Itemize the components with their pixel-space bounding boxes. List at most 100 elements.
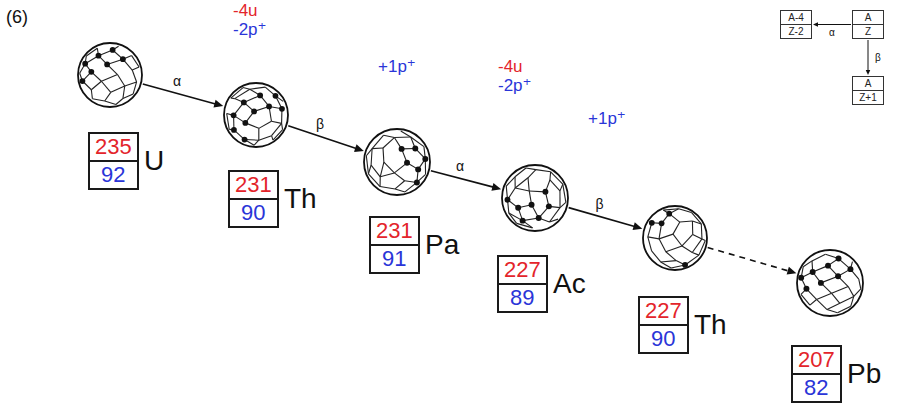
nucleus-outline (797, 250, 863, 316)
nucleon-dot (82, 61, 88, 67)
nucleus-mesh (837, 306, 850, 313)
nucleus-mesh (111, 86, 125, 92)
nucleon-dot (682, 262, 688, 268)
nucleus-mesh (371, 165, 380, 177)
rule-box: AZ+1 (852, 76, 884, 105)
arrow-head (213, 100, 223, 108)
nucleus-mesh (551, 172, 563, 184)
nucleus-mesh (401, 131, 411, 137)
nucleus-mesh (659, 234, 673, 239)
element-symbol: Pa (425, 229, 459, 261)
nucleus-mesh (661, 262, 671, 268)
nucleus-mesh (105, 92, 111, 101)
nucleus-mesh (394, 136, 410, 138)
element-symbol: Pb (847, 358, 881, 390)
nucleus-mesh (368, 174, 380, 187)
nuclide-node: 23190Th (224, 83, 317, 228)
mass-number: 231 (230, 172, 277, 200)
nucleon-dot (422, 156, 428, 162)
nucleus-mesh (371, 149, 372, 166)
arrow-head (354, 144, 364, 152)
nucleon-dot (88, 69, 94, 75)
nucleus-mesh (693, 234, 702, 239)
nucleon-dot (515, 205, 521, 211)
nucleus-outline (78, 43, 142, 107)
atomic-number: 82 (793, 375, 840, 401)
nucleus-mesh (116, 98, 123, 104)
nucleus-mesh (692, 221, 693, 234)
nucleus-mesh (682, 246, 692, 252)
nucleus-mesh (701, 224, 703, 239)
nucleon-dot (412, 145, 418, 151)
nucleon-dot (649, 220, 655, 226)
decay-arrow (431, 171, 501, 191)
arrow-head (813, 22, 818, 27)
nuclide-node: 20782Pb (791, 250, 881, 403)
nucleus-mesh (666, 252, 676, 261)
nucleon-dot (803, 286, 809, 292)
nucleus-mesh (699, 240, 705, 255)
nucleus-illustration (501, 164, 569, 232)
nucleus-mesh (380, 162, 384, 177)
nucleus-mesh (380, 187, 395, 189)
nuclide-box: 23190 (228, 170, 279, 228)
nucleus-mesh (133, 82, 136, 94)
charge-symbol: Z-2 (781, 24, 811, 38)
nucleus-mesh (682, 234, 693, 246)
nucleus-mesh (563, 184, 566, 202)
nucleon-dot (110, 47, 116, 53)
decay-type: β (316, 117, 324, 132)
nucleus-outline (224, 83, 288, 147)
decay-arrow (143, 84, 223, 108)
nucleus-mesh (366, 149, 372, 156)
nucleus-mesh (272, 123, 282, 135)
nucleus-mesh (812, 254, 825, 261)
nucleus-mesh (395, 181, 405, 189)
nucleus-mesh (648, 237, 659, 239)
nucleus-mesh (384, 135, 395, 137)
nuclide-box: 23191 (369, 216, 420, 274)
charge-symbol: Z+1 (853, 90, 883, 104)
figure-number: (6) (6, 8, 28, 28)
nucleus-mesh (691, 212, 701, 223)
nucleus-mesh (250, 87, 265, 89)
nucleus-mesh (559, 191, 560, 208)
change-note: -2p⁺ (498, 77, 532, 96)
nucleus-mesh (259, 121, 272, 128)
nucleus-mesh (366, 156, 368, 174)
nucleus-illustration (796, 249, 864, 317)
decay-arrow (813, 22, 851, 27)
atomic-number: 90 (230, 200, 277, 226)
decay-arrow (708, 247, 797, 274)
change-note: -4u (233, 2, 258, 21)
nucleus-mesh (832, 293, 840, 303)
nucleus-mesh (854, 289, 861, 296)
nucleon-dot (266, 104, 272, 110)
nucleon-dot (96, 53, 102, 59)
nucleon-dot (847, 266, 853, 272)
nucleus-mesh (227, 114, 230, 130)
nucleus-mesh (123, 94, 133, 99)
change-note: -2p⁺ (233, 21, 267, 40)
nucleus-mesh (517, 223, 533, 227)
decay-type: α (829, 27, 835, 38)
nucleon-dot (415, 166, 421, 172)
nucleus-mesh (832, 287, 849, 294)
nucleon-dot (404, 160, 410, 166)
nucleus-mesh (550, 180, 560, 191)
nucleus-mesh (840, 296, 854, 303)
nucleon-dot (279, 106, 285, 112)
nucleus-mesh (101, 81, 110, 92)
nucleon-dot (120, 56, 126, 62)
element-symbol: U (144, 145, 164, 177)
nucleus-mesh (528, 178, 529, 191)
nucleon-dot (257, 93, 263, 99)
nucleus-illustration (223, 82, 289, 148)
nucleus-illustration (363, 128, 431, 196)
nucleus-mesh (810, 299, 817, 305)
nucleon-dot (242, 137, 248, 143)
nucleus-mesh (803, 261, 812, 267)
nucleus-mesh (680, 221, 693, 222)
element-symbol: Ac (553, 268, 586, 300)
